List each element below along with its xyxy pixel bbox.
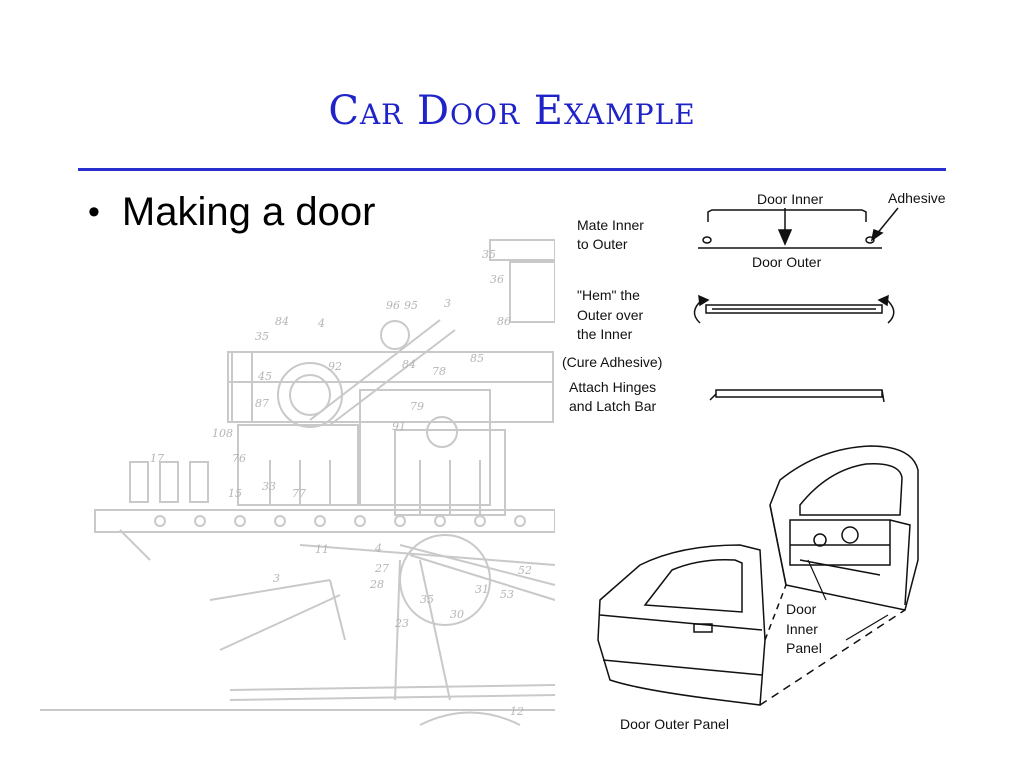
title-divider [78,168,946,171]
svg-text:31: 31 [475,583,489,596]
svg-text:35: 35 [482,248,496,261]
bullet-dot-icon: • [88,193,100,231]
step-hem-diagram [693,294,895,324]
svg-text:92: 92 [328,360,342,373]
step-attach-line1: Attach Hinges [569,379,656,395]
svg-text:30: 30 [450,608,464,621]
svg-text:4: 4 [317,317,325,330]
svg-text:35: 35 [420,593,434,606]
step-hem-line2: Outer over [577,307,643,323]
adhesive-label: Adhesive [888,190,946,206]
step-cure-label: (Cure Adhesive) [562,354,662,370]
svg-text:28: 28 [369,578,384,591]
bullet-item: • Making a door [88,190,375,235]
svg-text:35: 35 [255,330,269,343]
svg-text:52: 52 [518,564,532,577]
svg-text:12: 12 [510,705,524,718]
svg-text:27: 27 [374,562,389,575]
step-hem-line3: the Inner [577,326,633,342]
outer-panel-label: Door Outer Panel [620,716,729,732]
svg-text:85: 85 [470,352,484,365]
step-mate-line1: Mate Inner [577,217,644,233]
svg-text:15: 15 [228,487,242,500]
svg-text:79: 79 [410,400,424,413]
inner-panel-line2: Inner [786,621,818,637]
step-mate-line2: to Outer [577,236,628,252]
svg-text:3: 3 [273,572,280,585]
svg-text:87: 87 [255,397,269,410]
svg-text:86: 86 [497,315,511,328]
svg-text:84: 84 [275,315,289,328]
diagram-panel [555,185,975,745]
svg-text:36: 36 [490,273,504,286]
svg-text:77: 77 [292,487,306,500]
slide-title: Car Door Example [328,88,696,134]
inner-panel-line1: Door [786,601,817,617]
patent-drawing-labels: 35 36 86 96 95 3 84 4 92 35 85 84 78 45 … [150,248,532,718]
svg-text:78: 78 [432,365,446,378]
door-inner-label: Door Inner [757,191,823,207]
svg-text:4: 4 [374,542,382,555]
door-inner-panel-drawing [769,445,919,611]
step-hem-line1: "Hem" the [577,287,640,303]
step-attach-diagram [709,389,885,403]
svg-text:84: 84 [402,358,416,371]
inner-panel-line3: Panel [786,640,822,656]
svg-text:108: 108 [212,427,233,440]
svg-text:45: 45 [257,370,272,383]
svg-text:11: 11 [315,543,329,556]
svg-text:23: 23 [394,617,409,630]
svg-text:91: 91 [392,420,406,433]
svg-text:96: 96 [386,299,400,312]
svg-text:33: 33 [262,480,276,493]
step-mate-diagram [698,207,899,249]
svg-text:3: 3 [444,297,451,310]
svg-text:95: 95 [404,299,418,312]
inner-panel-leader [807,559,889,641]
door-outer-panel-drawing [597,544,906,706]
svg-text:76: 76 [232,452,246,465]
svg-text:53: 53 [500,588,514,601]
step-attach-line2: and Latch Bar [569,398,657,414]
svg-text:17: 17 [150,452,164,465]
patent-drawing [40,239,556,726]
bullet-text: Making a door [121,190,376,234]
door-outer-label: Door Outer [752,254,822,270]
